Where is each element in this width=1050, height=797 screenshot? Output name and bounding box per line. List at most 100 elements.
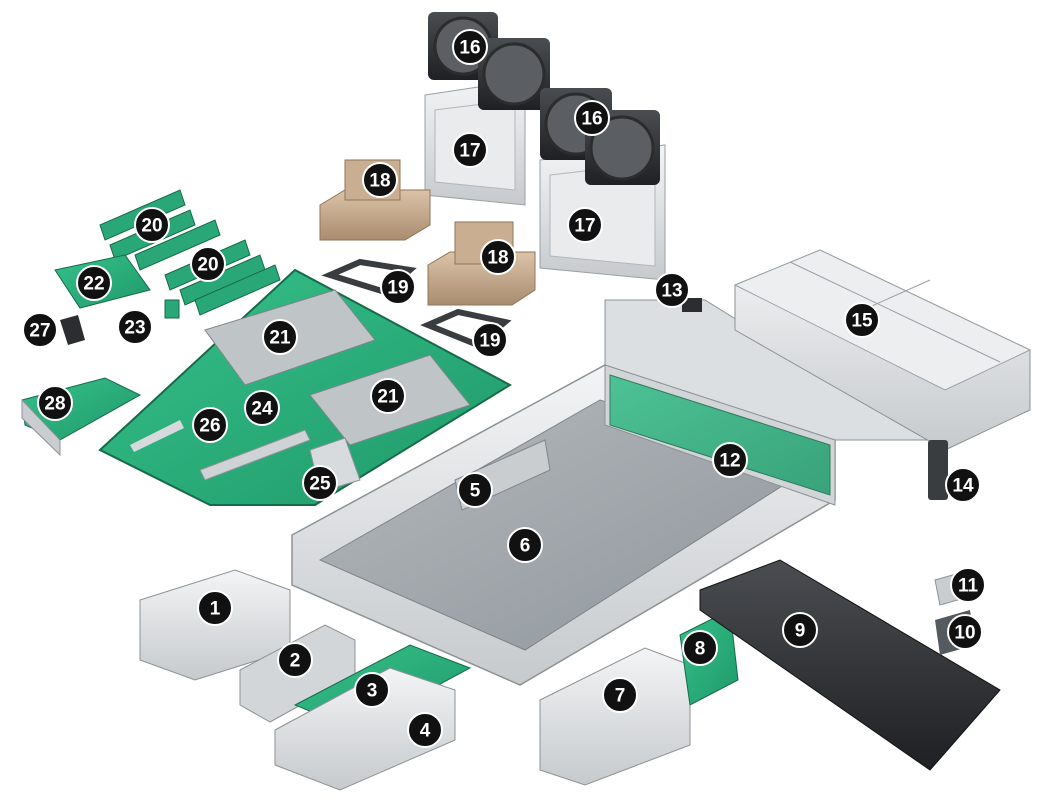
callout-badge: 24: [244, 390, 280, 426]
callout-circle: [574, 100, 610, 136]
callout-circle: [190, 246, 226, 282]
callout-badge: 11: [950, 567, 986, 603]
callout-badge: 6: [507, 527, 543, 563]
callout-number: 16: [581, 109, 602, 130]
callout-number: 19: [387, 278, 408, 299]
callout-number: 1: [210, 599, 221, 620]
callout-number: 11: [958, 576, 979, 597]
callout-number: 17: [574, 216, 595, 237]
callout-circle: [654, 272, 690, 308]
callout-circle: [134, 207, 170, 243]
callout-circle: [117, 309, 153, 345]
air-duct-9: [699, 559, 1001, 771]
callout-number: 2: [290, 651, 301, 672]
callout-badge: 22: [76, 265, 112, 301]
callout-number: 22: [83, 274, 104, 295]
callout-number: 20: [197, 255, 218, 276]
callout-badge: 28: [37, 385, 73, 421]
callout-number: 9: [795, 621, 806, 642]
callout-circle: [567, 207, 603, 243]
callout-number: 12: [719, 451, 740, 472]
callout-circle: [844, 302, 880, 338]
callout-number: 17: [459, 141, 480, 162]
callout-badge: 7: [602, 677, 638, 713]
callout-number: 13: [661, 281, 682, 302]
callout-circle: [76, 265, 112, 301]
callout-badge: 21: [370, 378, 406, 414]
callout-circle: [947, 614, 983, 650]
callout-badge: 13: [654, 272, 690, 308]
callout-number: 18: [487, 248, 508, 269]
callout-circle: [354, 672, 390, 708]
callout-badge: 1: [197, 590, 233, 626]
callout-circle: [302, 465, 338, 501]
callout-badge: 16: [452, 29, 488, 65]
callout-number: 26: [199, 416, 220, 437]
callout-circle: [682, 630, 718, 666]
callout-number: 28: [44, 394, 65, 415]
callout-number: 5: [470, 481, 481, 502]
callout-badge: 10: [947, 614, 983, 650]
callout-number: 15: [851, 311, 873, 332]
callout-badge: 19: [472, 322, 508, 358]
callout-circle: [712, 442, 748, 478]
psu-7: [539, 647, 691, 786]
callout-circle: [945, 467, 981, 503]
callout-badge: 12: [712, 442, 748, 478]
callout-circle: [380, 269, 416, 305]
callout-badge: 16: [574, 100, 610, 136]
callout-number: 27: [29, 321, 50, 342]
side-bracket-13: [682, 298, 702, 312]
callout-badge: 27: [22, 312, 58, 348]
callout-circle: [262, 319, 298, 355]
callout-circle: [22, 312, 58, 348]
callout-circle: [950, 567, 986, 603]
riser-cage-4: [274, 667, 456, 791]
callout-badge: 15: [844, 302, 880, 338]
callout-badge: 25: [302, 465, 338, 501]
callout-badge: 8: [682, 630, 718, 666]
callout-badge: 26: [192, 407, 228, 443]
bracket-clip: [60, 315, 85, 345]
callout-number: 19: [479, 331, 500, 352]
callout-number: 20: [141, 216, 162, 237]
callout-circle: [452, 132, 488, 168]
callout-number: 23: [124, 318, 145, 339]
callout-circle: [277, 642, 313, 678]
callout-badge: 3: [354, 672, 390, 708]
callout-circle: [452, 29, 488, 65]
callout-badge: 17: [567, 207, 603, 243]
callout-circle: [782, 612, 818, 648]
callout-circle: [602, 677, 638, 713]
callout-badge: 5: [457, 472, 493, 508]
callout-badge: 14: [945, 467, 981, 503]
callout-number: 14: [952, 476, 974, 497]
callout-badge: 18: [362, 162, 398, 198]
callout-badge: 23: [117, 309, 153, 345]
callout-badge: 20: [134, 207, 170, 243]
callout-number: 10: [954, 623, 975, 644]
callout-badge: 17: [452, 132, 488, 168]
callout-circle: [407, 712, 443, 748]
callout-number: 4: [420, 721, 431, 742]
tpm-module: [164, 299, 180, 319]
callout-badge: 4: [407, 712, 443, 748]
callout-number: 21: [269, 328, 291, 349]
callout-number: 6: [520, 536, 531, 557]
callout-badge: 21: [262, 319, 298, 355]
backplane: [609, 374, 831, 496]
callout-circle: [244, 390, 280, 426]
callout-number: 16: [459, 38, 480, 59]
callout-number: 18: [369, 171, 390, 192]
callout-number: 3: [367, 681, 378, 702]
callout-badge: 2: [277, 642, 313, 678]
callout-circle: [457, 472, 493, 508]
callout-circle: [197, 590, 233, 626]
callout-circle: [370, 378, 406, 414]
callout-number: 24: [251, 399, 273, 420]
callout-circle: [480, 239, 516, 275]
callout-circle: [192, 407, 228, 443]
callout-badge: 9: [782, 612, 818, 648]
